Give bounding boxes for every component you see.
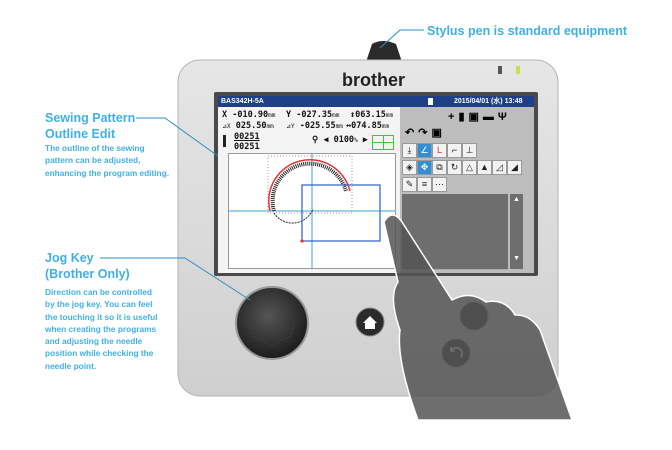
jog-callout-text: when creating the programs	[45, 323, 157, 334]
height-value: ↕063.15mm	[350, 110, 394, 120]
tool-corner-button[interactable]: L	[432, 143, 447, 158]
tool-dotted-button[interactable]: ⋯	[432, 177, 447, 192]
tool-erase-button[interactable]: ◈	[402, 160, 417, 175]
outline-callout-subtitle: Outline Edit	[45, 127, 116, 141]
dx-coordinate: ⊿X 025.50mm	[222, 121, 274, 131]
screen-header: BAS342H-5A 2015/04/01 (水) 13:48	[218, 96, 534, 107]
jog-callout-subtitle: (Brother Only)	[45, 267, 130, 281]
tool-stitch-button[interactable]: ⌐	[447, 143, 462, 158]
image-icon[interactable]: ▣	[431, 127, 446, 139]
navigator-grid[interactable]	[372, 135, 394, 150]
tool-jump-button[interactable]: ⊥	[462, 143, 477, 158]
zoom-control[interactable]: ⚲ ◀ 0100% ▶	[312, 135, 368, 145]
tool-rotate-button[interactable]: ↻	[447, 160, 462, 175]
scroll-up-icon[interactable]: ▲	[513, 196, 520, 203]
redo-icon[interactable]: ↷	[418, 127, 432, 139]
stylus-callout-title: Stylus pen is standard equipment	[427, 24, 628, 38]
tool-edit-button[interactable]: ✎	[402, 177, 417, 192]
stitch-total: 00251	[234, 142, 260, 152]
list-row[interactable]	[402, 254, 508, 270]
jog-callout-text: and adjusting the needle	[45, 336, 143, 347]
home-icon	[363, 316, 377, 329]
file-toolbar: +▮▣▬Ψ	[448, 110, 511, 123]
tool-offset-button[interactable]: ≡	[417, 177, 432, 192]
trash-icon[interactable]: ▮	[458, 111, 469, 123]
tool-mirror2-button[interactable]: ▲	[477, 160, 492, 175]
edit-toolbar: ↶↷▣	[405, 126, 446, 139]
tool-skew-button[interactable]: ◿	[492, 160, 507, 175]
tool-copy-button[interactable]: ⧉	[432, 160, 447, 175]
outline-callout-text: pattern can be adjusted,	[45, 155, 141, 166]
outline-callout-text: enhancing the program editing.	[45, 167, 169, 178]
list-row[interactable]	[402, 239, 508, 255]
pattern-canvas[interactable]	[228, 153, 396, 269]
list-scrollbar[interactable]: ▲ ▼	[510, 194, 523, 269]
jog-callout-text: the touching it so it is useful	[45, 311, 158, 322]
tool-move-button[interactable]: ✥	[417, 160, 432, 175]
stylus-pen	[366, 41, 402, 62]
save-icon[interactable]: ▣	[468, 111, 483, 123]
tool-skew2-button[interactable]: ◢	[507, 160, 522, 175]
add-icon[interactable]: +	[448, 111, 459, 123]
back-button	[441, 338, 471, 368]
status-led-1	[498, 66, 502, 74]
tool-needle-button[interactable]: ⤓	[402, 143, 417, 158]
jog-callout: Jog Key (Brother Only) Direction can be …	[45, 250, 157, 372]
list-row[interactable]	[402, 224, 508, 240]
list-row[interactable]	[402, 209, 508, 225]
jog-key	[235, 286, 309, 360]
tool-line-button[interactable]: ∠	[417, 143, 432, 158]
y-coordinate: Y -027.35mm	[286, 110, 340, 120]
stitch-current: 00251	[234, 132, 260, 142]
card-icon[interactable]: ▬	[482, 111, 498, 123]
outline-callout: Sewing Pattern Outline Edit The outline …	[45, 110, 169, 179]
jog-callout-text: needle point.	[45, 360, 97, 371]
enter-button	[459, 301, 489, 331]
settings-icon[interactable]: Ψ	[497, 111, 511, 123]
outline-callout-text: The outline of the sewing	[45, 143, 145, 153]
list-row[interactable]	[402, 194, 508, 210]
tool-mirror-button[interactable]: △	[462, 160, 477, 175]
model-name: BAS342H-5A	[221, 98, 264, 105]
jog-callout-text: by the jog key. You can feel	[45, 299, 153, 310]
datetime: 2015/04/01 (水) 13:48	[454, 98, 523, 105]
width-value: ↔074.85mm	[346, 121, 390, 131]
undo-icon[interactable]: ↶	[405, 127, 419, 139]
brand-logo: brother	[342, 70, 405, 90]
x-coordinate: X -010.90mm	[222, 110, 276, 120]
jog-callout-text: position while checking the	[45, 348, 154, 359]
needle-icon	[223, 135, 226, 147]
jog-callout-title: Jog Key	[45, 251, 94, 265]
dy-coordinate: ⊿Y -025.55mm	[286, 121, 343, 131]
outline-callout-title: Sewing Pattern	[45, 111, 136, 125]
card-icon	[428, 98, 433, 105]
jog-callout-text: Direction can be controlled	[45, 287, 152, 297]
pattern-outline	[268, 159, 351, 212]
scroll-down-icon[interactable]: ▼	[513, 255, 520, 262]
status-led-2	[516, 66, 520, 74]
